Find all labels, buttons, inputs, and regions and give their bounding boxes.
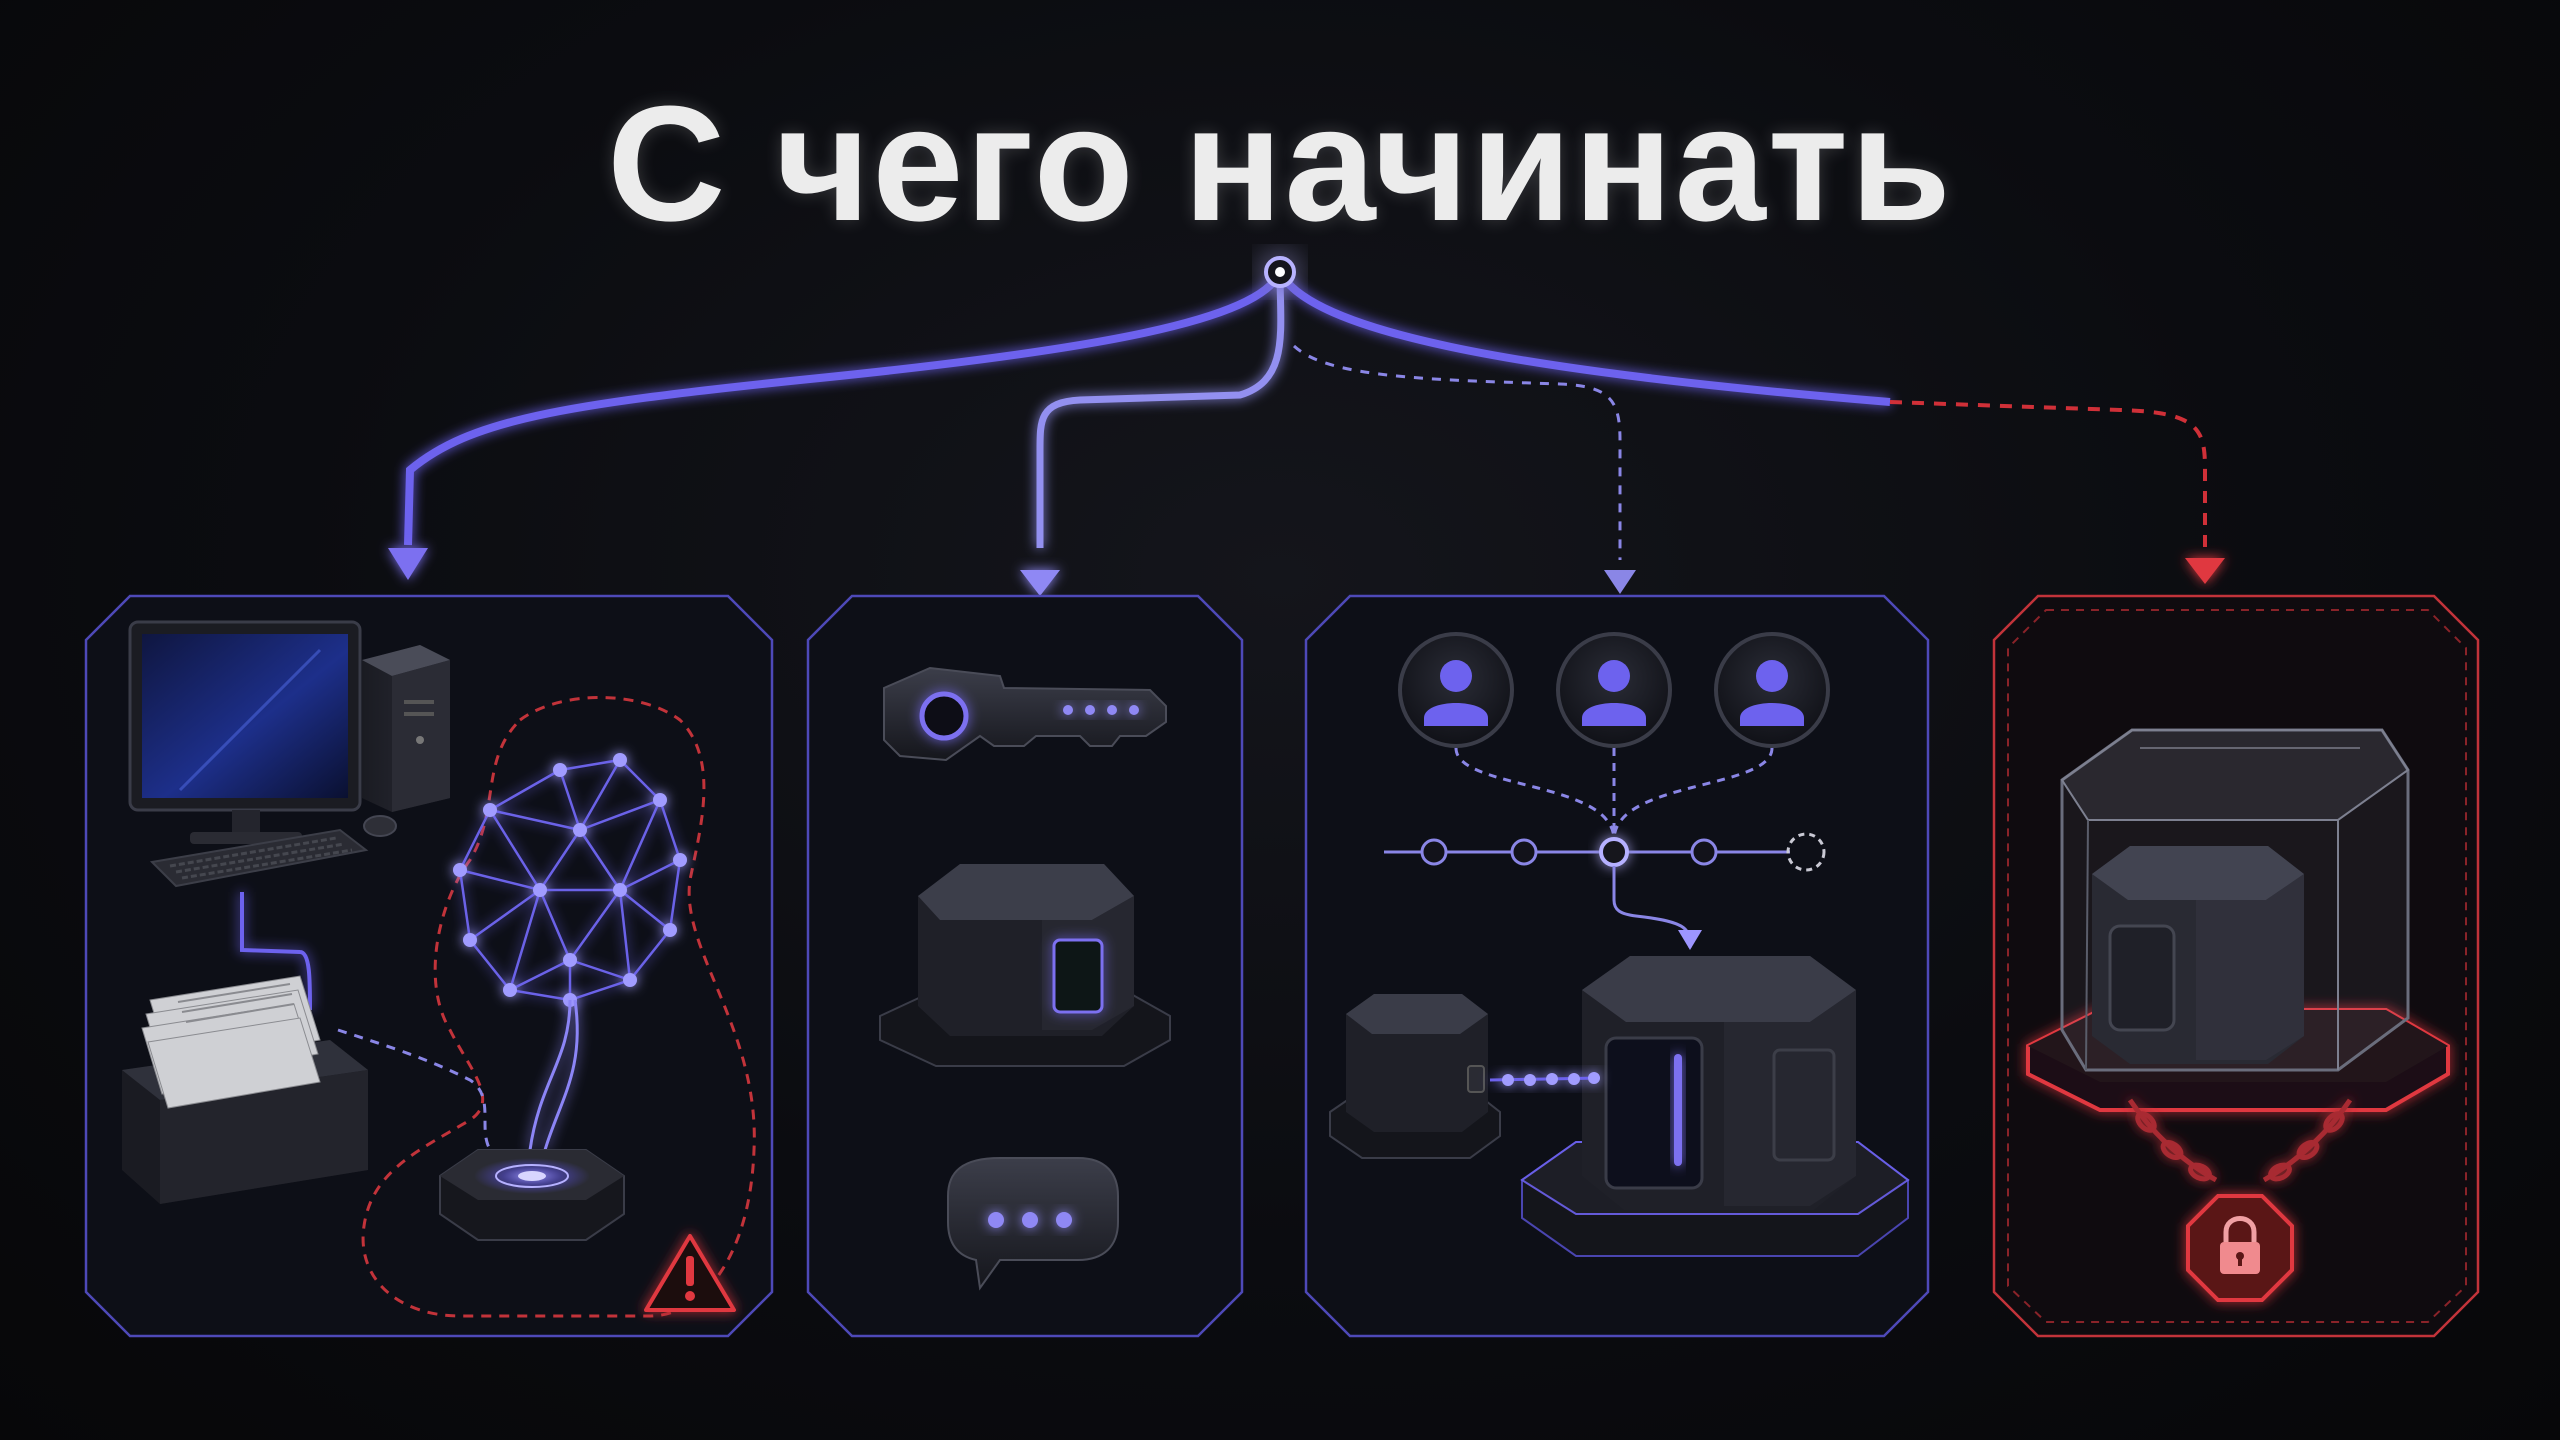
user-icon xyxy=(1556,632,1672,748)
connector-to-panel-3 xyxy=(1292,344,1622,560)
mouse-icon xyxy=(363,815,397,837)
risk-boundary xyxy=(361,696,756,1318)
arrow-timeline-cube xyxy=(1678,930,1702,950)
small-cube-icon xyxy=(1329,994,1501,1159)
arrow-panel-1 xyxy=(388,548,428,580)
cube-icon xyxy=(2092,846,2304,1064)
connector-to-panel-4-dashed xyxy=(1889,400,2207,555)
timeline-icon xyxy=(1384,832,1826,872)
panel-locked-environment xyxy=(1992,594,2480,1338)
glass-box-icon xyxy=(2060,728,2410,1072)
key-icon xyxy=(883,666,1167,762)
root-node-core xyxy=(1275,267,1285,277)
padlock-icon xyxy=(2186,1194,2294,1302)
connector-lines xyxy=(388,256,2225,596)
connector-to-panel-2 xyxy=(1036,271,1285,548)
panel-local-setup xyxy=(84,594,774,1338)
panel-4-inner-dashed xyxy=(2007,609,2467,1323)
chat-bubble-icon xyxy=(947,1157,1119,1291)
arrow-panel-4 xyxy=(2185,558,2225,584)
hologram-pad-icon xyxy=(439,1149,625,1241)
arrow-panel-2 xyxy=(1020,570,1060,596)
user-icon xyxy=(1714,632,1830,748)
panel-api-key xyxy=(806,594,1244,1338)
panel-team-workflow xyxy=(1304,594,1930,1338)
pc-tower-icon xyxy=(362,645,450,812)
users-merge-lines xyxy=(1454,747,1774,841)
warning-icon xyxy=(644,1234,736,1312)
monitor-icon xyxy=(128,620,362,844)
documents-icon xyxy=(122,975,368,1204)
network-sphere-icon xyxy=(453,753,687,1007)
connector-to-panel-1 xyxy=(404,270,1284,546)
hologram-beam xyxy=(528,999,579,1151)
connector-to-panel-4-solid xyxy=(1276,270,1891,406)
keyboard-icon xyxy=(149,828,369,888)
arrow-panel-3 xyxy=(1604,570,1636,594)
link-computer-documents xyxy=(240,892,312,1011)
link-documents-pad xyxy=(337,1028,501,1162)
cube-connection xyxy=(1489,1072,1601,1086)
large-cube-icon xyxy=(1520,956,1910,1257)
cube-icon xyxy=(879,864,1171,1067)
page-title: С чего начинать xyxy=(607,72,1953,255)
chain-icon xyxy=(2127,1098,2353,1183)
user-icon xyxy=(1398,632,1514,748)
